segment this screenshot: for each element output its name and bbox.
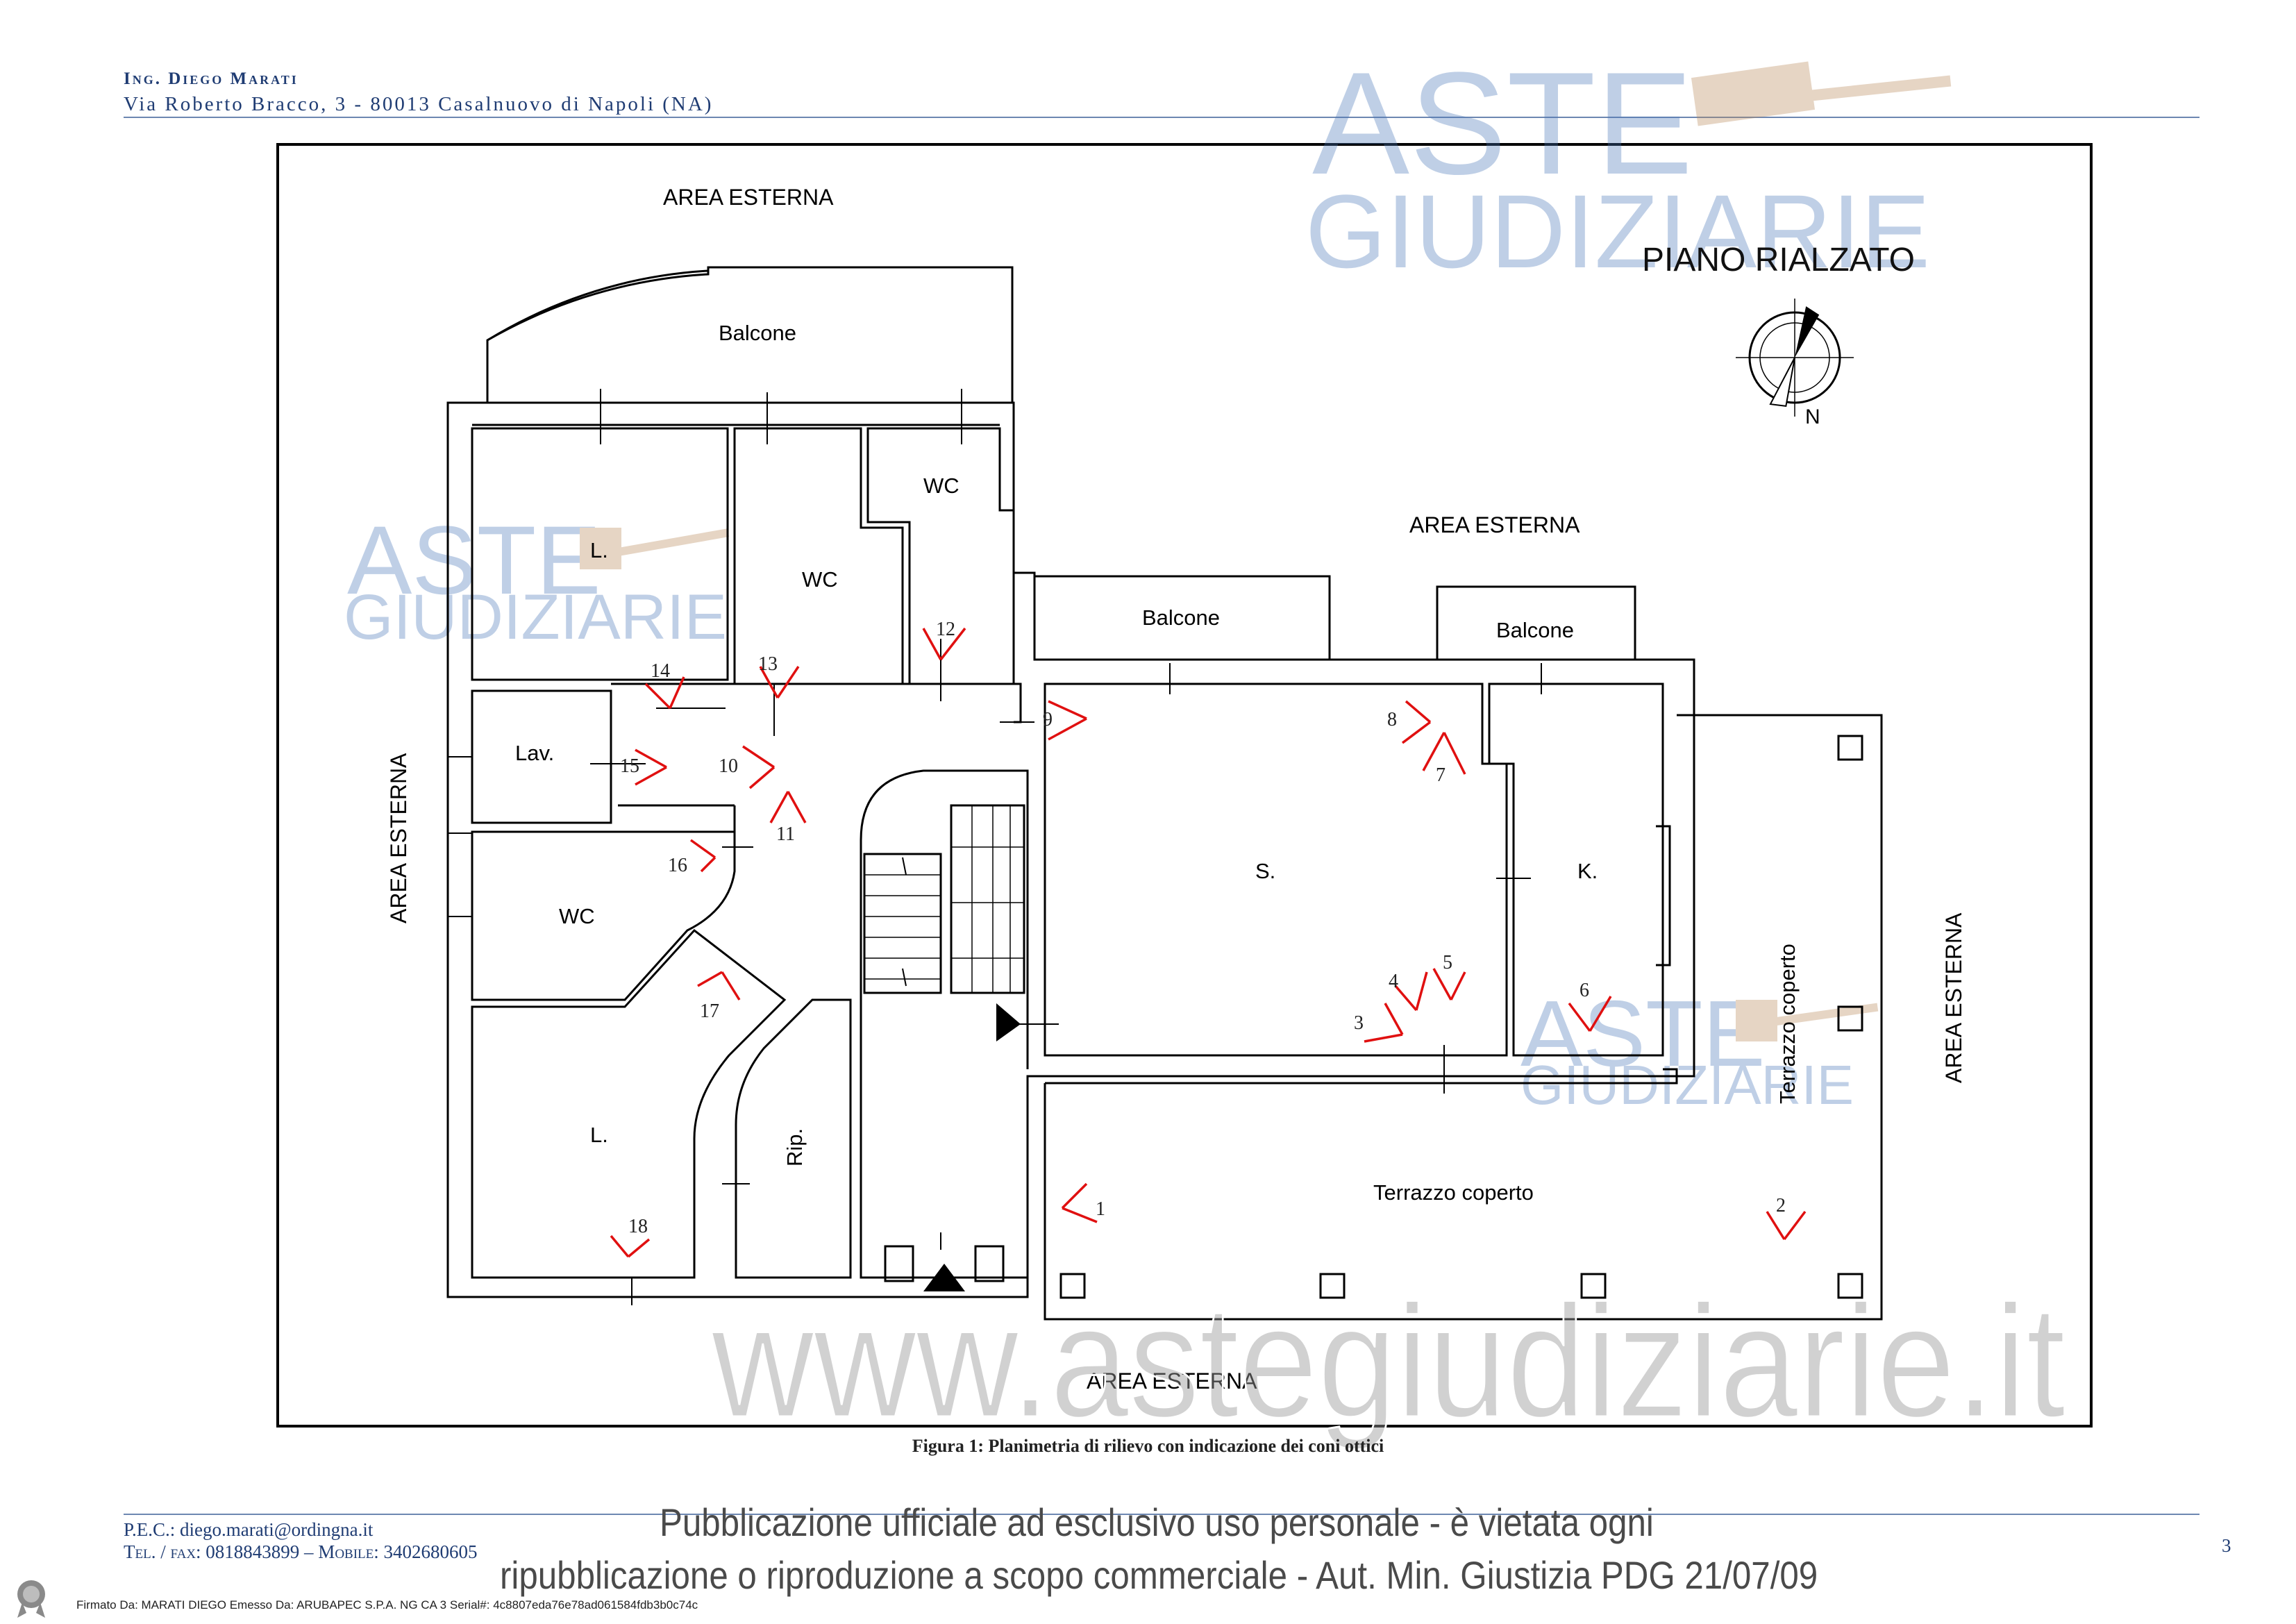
watermark-logo-left-line1: ASTE [347, 505, 601, 614]
room-k: K. [1577, 859, 1598, 883]
viewpoint-number: 4 [1389, 971, 1398, 992]
viewpoint-10 [742, 745, 776, 789]
viewpoint-number: 8 [1387, 709, 1397, 730]
footer-pec: P.E.C.: diego.marati@ordingna.it [124, 1519, 374, 1540]
room-terrazzo-right: Terrazzo coperto [1775, 944, 1800, 1104]
disclaimer-line-2: ripubblicazione o riproduzione a scopo c… [500, 1553, 1818, 1597]
viewpoint-numbers: 1 2 3 4 5 6 7 8 9 10 11 12 13 14 15 16 1… [620, 619, 1786, 1237]
watermark-logo-top: ASTE GIUDIZIARIE [1305, 42, 1952, 290]
room-wc-3: WC [559, 904, 595, 928]
viewpoint-number: 10 [719, 755, 738, 777]
page-number: 3 [2222, 1535, 2231, 1556]
seal-icon [17, 1580, 45, 1618]
footer-tel: Tel. / fax: 0818843899 – Mobile: 3402680… [124, 1541, 478, 1562]
viewpoint-number: 11 [776, 823, 795, 845]
footer-rule [124, 1514, 2199, 1515]
room-terrazzo-bottom: Terrazzo coperto [1373, 1180, 1534, 1205]
room-balcone-right: Balcone [1496, 618, 1574, 642]
exterior-label-bottom: AREA ESTERNA [1087, 1368, 1257, 1393]
gavel-icon [1691, 61, 1816, 126]
viewpoint-17 [697, 971, 741, 1001]
room-balcone-top: Balcone [719, 321, 796, 345]
viewpoint-number: 7 [1436, 764, 1446, 786]
room-s: S. [1255, 859, 1275, 883]
viewpoint-number: 16 [668, 855, 687, 876]
viewpoint-number: 6 [1579, 980, 1589, 1001]
viewpoint-markers [610, 627, 1807, 1258]
author-name: Ing. Diego Marati [124, 69, 299, 88]
viewpoint-8 [1401, 700, 1432, 744]
watermark-logo-right: ASTE GIUDIZIARIE [1520, 981, 1879, 1116]
viewpoint-number: 18 [628, 1216, 648, 1237]
viewpoint-number: 12 [936, 619, 955, 640]
viewpoint-4 [1394, 971, 1428, 1012]
viewpoint-12 [922, 627, 966, 661]
north-compass-icon: N [1736, 299, 1854, 428]
gavel-icon [580, 528, 621, 569]
watermark-url: www.astegiudiziarie.it [711, 1272, 2065, 1450]
watermark-logo-right-line2: GIUDIZIARIE [1520, 1054, 1854, 1116]
watermark-logo-line2: GIUDIZIARIE [1305, 173, 1930, 290]
plan-frame [276, 143, 2093, 1428]
figure-caption: Figura 1: Planimetria di rilievo con ind… [912, 1436, 1384, 1456]
author-address: Via Roberto Bracco, 3 - 80013 Casalnuovo… [124, 93, 714, 115]
room-l-upper: L. [590, 538, 608, 562]
viewpoint-14 [644, 676, 685, 710]
viewpoint-number: 14 [651, 660, 670, 682]
entrance-arrow-icon [923, 1264, 965, 1291]
exterior-label-left: AREA ESTERNA [386, 753, 411, 923]
viewpoint-18 [610, 1234, 651, 1258]
viewpoint-number: 15 [620, 755, 639, 777]
viewpoint-3 [1364, 1003, 1404, 1043]
viewpoint-number: 17 [700, 1001, 719, 1022]
gavel-icon [1736, 1000, 1777, 1041]
viewpoint-15 [635, 748, 667, 786]
digital-signature: Firmato Da: MARATI DIEGO Emesso Da: ARUB… [76, 1598, 698, 1612]
viewpoint-16 [689, 839, 717, 873]
viewpoint-9 [1048, 700, 1087, 741]
room-rip: Rip. [782, 1128, 807, 1166]
walls [446, 266, 1883, 1321]
viewpoint-1 [1061, 1182, 1098, 1223]
room-balcone-middle: Balcone [1142, 605, 1220, 630]
header-rule [124, 117, 2199, 118]
entrance-arrow-icon [996, 1003, 1021, 1041]
exterior-label-right: AREA ESTERNA [1941, 912, 1966, 1083]
room-wc-2: WC [802, 567, 838, 592]
watermark-logo-line1: ASTE [1312, 42, 1693, 205]
watermark-logo-left-line2: GIUDIZIARIE [344, 582, 727, 653]
viewpoint-number: 9 [1043, 709, 1053, 730]
viewpoint-5 [1432, 968, 1466, 1001]
room-wc-1: WC [923, 474, 960, 498]
viewpoint-number: 3 [1354, 1012, 1364, 1034]
viewpoint-number: 2 [1776, 1195, 1786, 1216]
north-label: N [1805, 405, 1820, 428]
watermark-logo-right-line1: ASTE [1520, 981, 1766, 1086]
disclaimer-line-1: Pubblicazione ufficiale ad esclusivo uso… [660, 1500, 1654, 1544]
viewpoint-6 [1568, 996, 1612, 1032]
viewpoint-number: 13 [758, 653, 778, 675]
room-l-lower: L. [590, 1123, 608, 1147]
viewpoint-7 [1422, 732, 1466, 775]
viewpoint-number: 5 [1443, 952, 1452, 973]
exterior-label-upper-right: AREA ESTERNA [1409, 512, 1580, 537]
viewpoint-11 [769, 791, 807, 823]
viewpoint-number: 1 [1096, 1198, 1105, 1220]
room-lav: Lav. [515, 741, 554, 765]
floor-title: PIANO RIALZATO [1642, 242, 1915, 278]
exterior-label-top: AREA ESTERNA [663, 185, 834, 210]
viewpoint-13 [759, 666, 800, 698]
viewpoint-2 [1766, 1210, 1807, 1241]
watermark-logo-left: ASTE GIUDIZIARIE [344, 505, 730, 653]
